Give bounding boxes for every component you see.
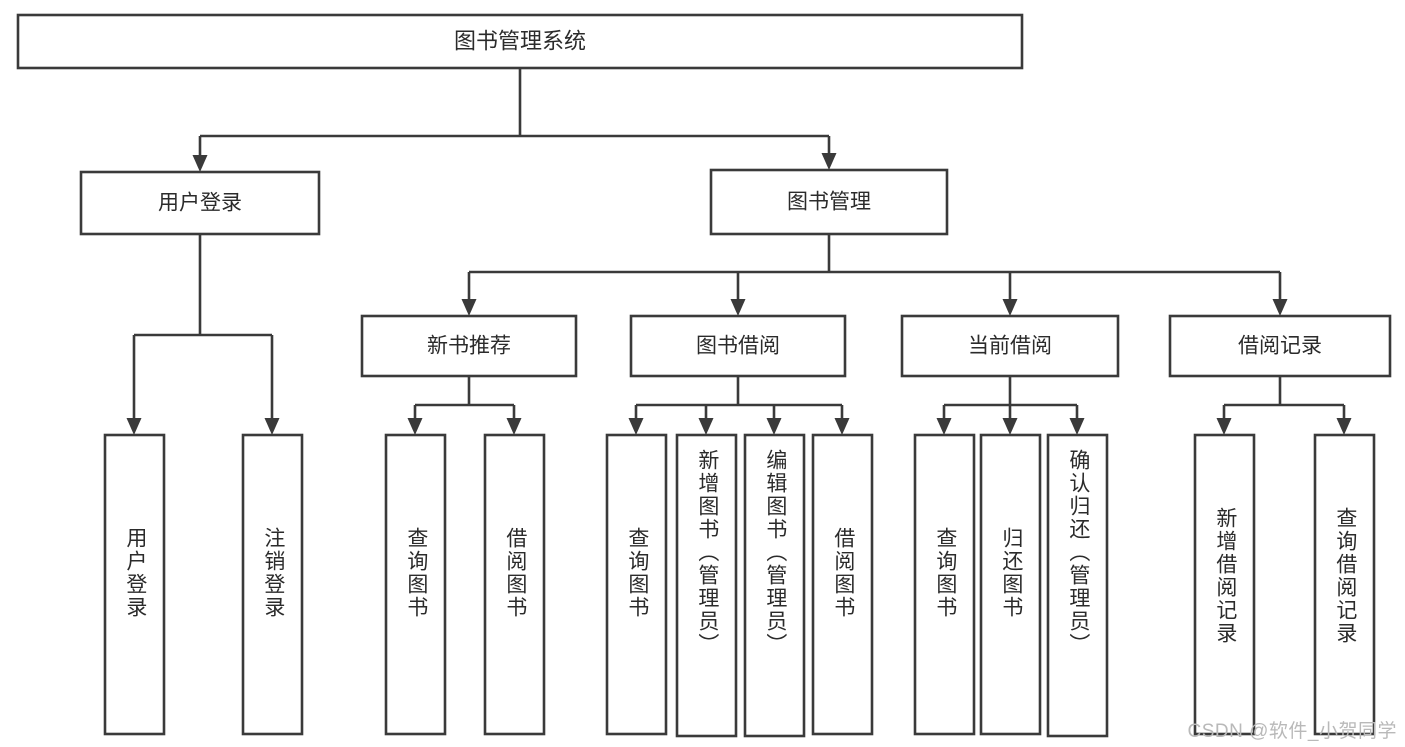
- node-box-book-manage[interactable]: [709, 168, 949, 236]
- node-box-leaf-query-record[interactable]: [1313, 433, 1376, 736]
- arrow-head-icon: [1002, 418, 1018, 435]
- node-label-root: 图书管理系统: [454, 28, 586, 53]
- node-box-root[interactable]: [16, 13, 1024, 70]
- node-box-borrow-record[interactable]: [1168, 314, 1392, 378]
- arrow-head-icon: [834, 418, 850, 435]
- arrow-head-icon: [506, 418, 522, 435]
- node-label-book-borrow: 图书借阅: [696, 335, 780, 358]
- arrow-head-icon: [821, 153, 837, 170]
- node-box-leaf-edit-book[interactable]: [743, 433, 806, 738]
- arrow-head-icon: [730, 299, 746, 316]
- arrow-head-icon: [1216, 418, 1232, 435]
- node-box-leaf-add-book[interactable]: [675, 433, 738, 738]
- arrow-head-icon: [126, 418, 142, 435]
- arrow-head-icon: [264, 418, 280, 435]
- connectors-layer: [126, 68, 1352, 435]
- arrow-head-icon: [1336, 418, 1352, 435]
- node-box-leaf-logout[interactable]: [241, 433, 304, 736]
- node-box-leaf-user-login[interactable]: [103, 433, 166, 736]
- arrow-head-icon: [461, 299, 477, 316]
- arrow-head-icon: [1069, 418, 1085, 435]
- node-box-book-borrow[interactable]: [629, 314, 847, 378]
- node-box-leaf-return-book[interactable]: [979, 433, 1042, 736]
- node-box-user-login[interactable]: [79, 170, 321, 236]
- arrow-head-icon: [407, 418, 423, 435]
- arrow-head-icon: [628, 418, 644, 435]
- watermark-text: CSDN @软件_小贺同学: [1187, 721, 1397, 742]
- node-box-leaf-borrow-book-2[interactable]: [811, 433, 874, 736]
- node-box-leaf-query-book-2[interactable]: [605, 433, 668, 736]
- node-box-new-book-recommend[interactable]: [360, 314, 578, 378]
- arrow-head-icon: [1272, 299, 1288, 316]
- arrow-head-icon: [766, 418, 782, 435]
- node-box-leaf-query-book-1[interactable]: [384, 433, 447, 736]
- node-label-book-manage: 图书管理: [787, 191, 871, 214]
- node-label-current-borrow: 当前借阅: [968, 335, 1052, 358]
- node-label-user-login: 用户登录: [158, 192, 242, 215]
- node-box-leaf-confirm-return[interactable]: [1046, 433, 1109, 738]
- node-box-leaf-query-book-3[interactable]: [913, 433, 976, 736]
- node-label-new-book-recommend: 新书推荐: [427, 335, 511, 358]
- node-box-leaf-borrow-book-1[interactable]: [483, 433, 546, 736]
- boxes-layer: [16, 13, 1392, 738]
- arrow-head-icon: [192, 155, 208, 172]
- node-box-current-borrow[interactable]: [900, 314, 1120, 378]
- node-label-borrow-record: 借阅记录: [1238, 335, 1322, 358]
- arrow-head-icon: [936, 418, 952, 435]
- arrow-head-icon: [698, 418, 714, 435]
- node-box-leaf-add-record[interactable]: [1193, 433, 1256, 736]
- arrow-head-icon: [1002, 299, 1018, 316]
